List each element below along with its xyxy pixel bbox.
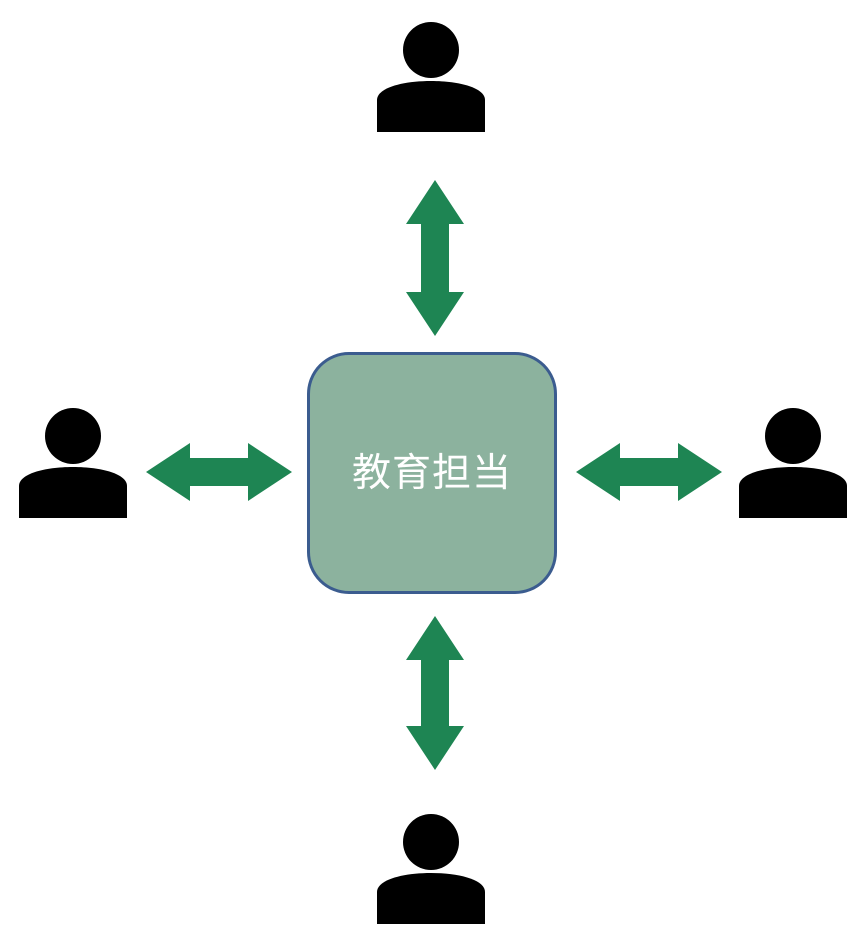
double-arrow-vertical-icon-bottom <box>404 614 466 772</box>
person-icon-left[interactable] <box>18 406 128 521</box>
double-arrow-horizontal-icon-right <box>574 441 724 503</box>
person-icon-bottom[interactable] <box>376 812 486 927</box>
person-icon-top[interactable] <box>376 20 486 135</box>
person-icon-right[interactable] <box>738 406 848 521</box>
double-arrow-horizontal-icon-left <box>144 441 294 503</box>
center-node-label: 教育担当 <box>351 451 512 495</box>
center-node[interactable]: 教育担当 <box>307 352 557 594</box>
double-arrow-vertical-icon-top <box>404 178 466 338</box>
